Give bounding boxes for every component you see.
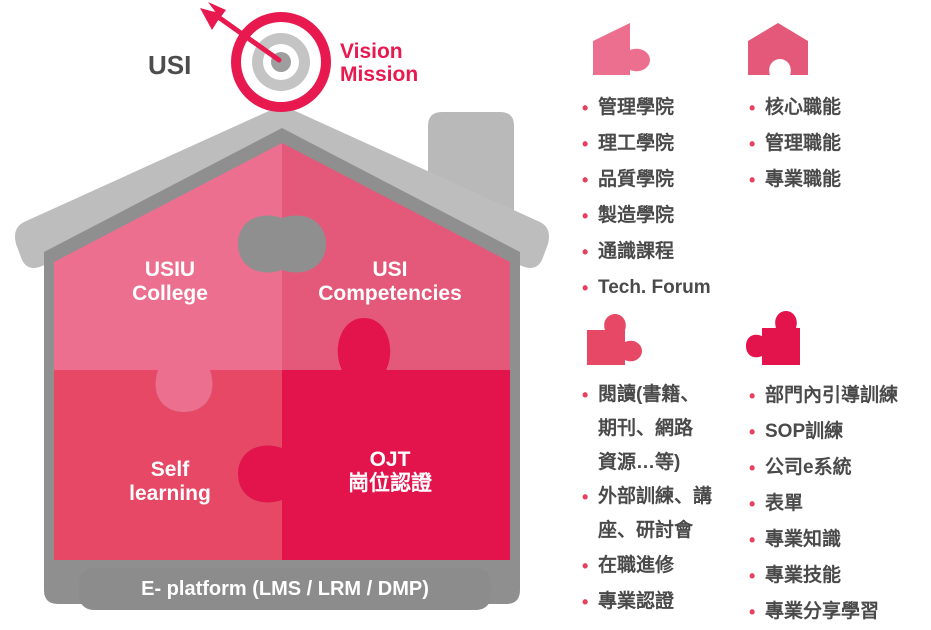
arrow-icon	[200, 2, 282, 63]
usi-competencies-label: USI Competencies	[300, 258, 480, 306]
vision-text: Vision	[340, 40, 403, 63]
competencies-list: 核心職能 管理職能 專業職能	[749, 90, 841, 198]
usiu-college-label: USIU College	[110, 258, 230, 306]
list-item: Tech. Forum	[582, 270, 711, 306]
list-item: 專業知識	[749, 522, 898, 558]
list-item: SOP訓練	[749, 414, 898, 450]
puzzle-piece-top-left	[54, 143, 282, 412]
list-item-line: 資源…等)	[598, 452, 681, 473]
label-line: Competencies	[318, 282, 462, 305]
list-item: 部門內引導訓練	[749, 378, 898, 414]
list-item: 外部訓練、講 座、研討會	[582, 480, 712, 548]
puzzle-piece-icon-ojt	[746, 311, 800, 365]
list-item-line: 期刊、網路	[598, 418, 694, 439]
ojt-list: 部門內引導訓練 SOP訓練 公司e系統 表單 專業知識 專業技能 專業分享學習	[749, 378, 898, 630]
list-item: 專業分享學習	[749, 594, 898, 630]
list-item: 製造學院	[582, 198, 711, 234]
label-line: College	[132, 282, 208, 305]
label-line: OJT	[369, 448, 411, 471]
self-learning-list: 閱讀(書籍、 期刊、網路 資源…等) 外部訓練、講 座、研討會 在職進修 專業認…	[582, 378, 712, 620]
list-item: 管理職能	[749, 126, 841, 162]
list-item-line: 閱讀(書籍、	[598, 384, 700, 405]
list-item: 核心職能	[749, 90, 841, 126]
list-item: 表單	[749, 486, 898, 522]
label-line: USI	[372, 258, 408, 281]
puzzle-piece-icon-competencies	[748, 23, 808, 75]
target-icon	[231, 12, 331, 112]
list-item: 公司e系統	[749, 450, 898, 486]
list-item: 在職進修	[582, 548, 712, 584]
list-item: 品質學院	[582, 162, 711, 198]
puzzle-piece-icon-self-learning	[587, 314, 642, 365]
list-item-line: 座、研討會	[598, 520, 694, 541]
list-item: 理工學院	[582, 126, 711, 162]
label-line: USIU	[144, 258, 196, 281]
college-list: 管理學院 理工學院 品質學院 製造學院 通識課程 Tech. Forum	[582, 90, 711, 306]
label-line: learning	[129, 482, 211, 505]
puzzle-piece-bottom-left	[54, 370, 282, 560]
e-platform-bar: E- platform (LMS / LRM / DMP)	[79, 568, 491, 610]
list-item: 專業職能	[749, 162, 841, 198]
label-line: 崗位認證	[348, 472, 432, 495]
mission-text: Mission	[340, 63, 419, 86]
list-item-line: 外部訓練、講	[598, 486, 713, 507]
list-item: 管理學院	[582, 90, 711, 126]
list-item: 專業技能	[749, 558, 898, 594]
list-item: 專業認證	[582, 584, 712, 620]
puzzle-piece-bottom-right	[238, 318, 510, 560]
self-learning-label: Self learning	[110, 458, 230, 506]
puzzle-piece-icon-college	[593, 23, 650, 75]
org-label: USI	[148, 50, 192, 80]
vision-mission-label: Vision Mission	[340, 40, 418, 86]
ojt-label: OJT 崗位認證	[300, 448, 480, 496]
list-item: 閱讀(書籍、 期刊、網路 資源…等)	[582, 378, 712, 480]
label-line: Self	[150, 458, 190, 481]
list-item: 通識課程	[582, 234, 711, 270]
